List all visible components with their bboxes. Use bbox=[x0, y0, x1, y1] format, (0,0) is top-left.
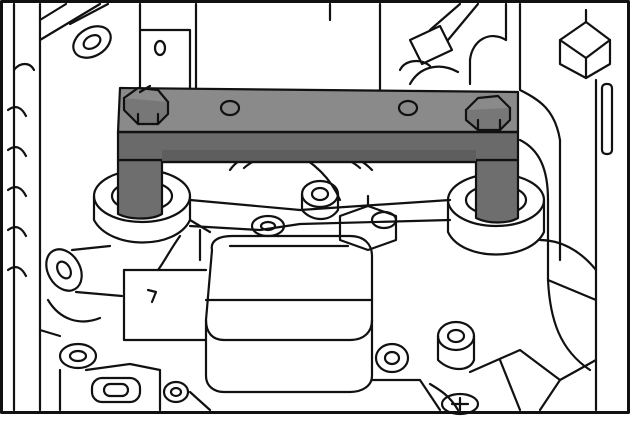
right-hex-bolt bbox=[464, 94, 512, 132]
rear-housing bbox=[138, 2, 382, 92]
left-hex-bolt bbox=[122, 84, 170, 126]
lower-components bbox=[58, 320, 598, 416]
bracket-beam-top bbox=[116, 86, 520, 134]
control-module bbox=[204, 234, 374, 394]
cross-pipes bbox=[156, 179, 452, 272]
left-block bbox=[122, 268, 208, 342]
upper-left-round-lug bbox=[68, 2, 112, 59]
left-lower-connector bbox=[38, 244, 124, 338]
upper-right-pipe bbox=[398, 2, 508, 86]
bracket-hole-right bbox=[397, 99, 419, 117]
bracket-hole-left bbox=[219, 99, 241, 117]
bracket-right-leg bbox=[474, 158, 520, 224]
bracket-tool bbox=[116, 84, 520, 224]
right-side-parts bbox=[518, 2, 614, 412]
bracket-left-leg bbox=[116, 158, 164, 220]
left-engine-wall bbox=[6, 2, 102, 412]
